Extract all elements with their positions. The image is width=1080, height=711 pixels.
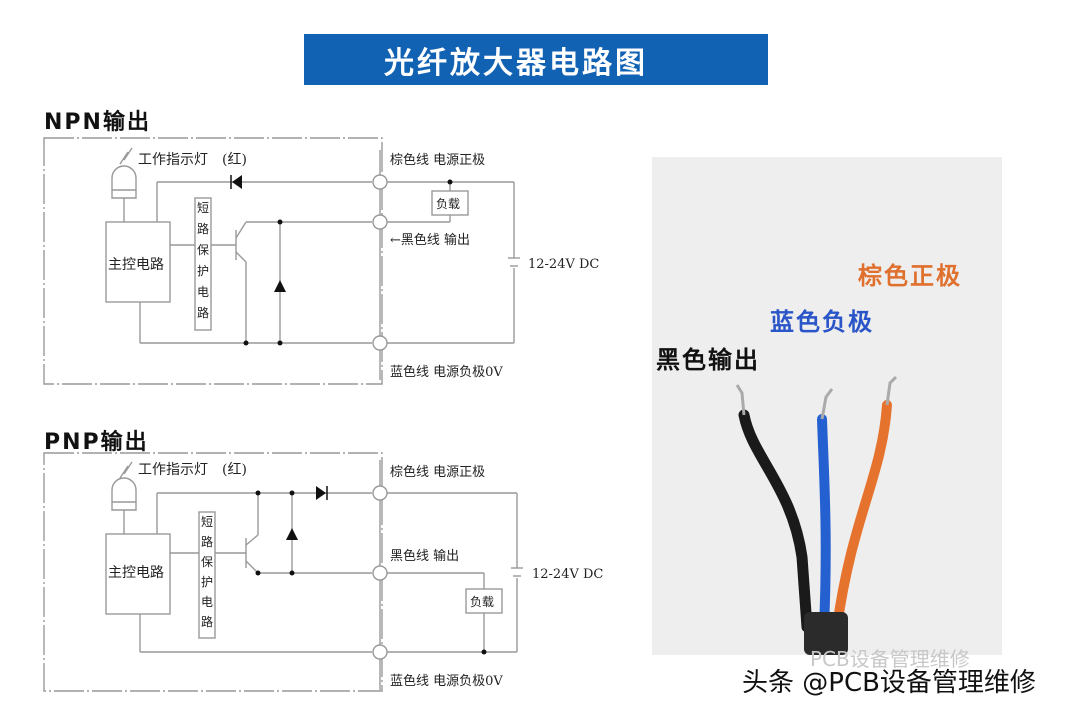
npn-main-circuit-label: 主控电路 <box>108 257 164 273</box>
npn-supply-label: 12-24V DC <box>528 257 599 272</box>
pnp-main-circuit-label: 主控电路 <box>108 565 164 581</box>
npn-diagram: 工作指示灯 (红) 主控电路 短 路 保 护 电 路 棕色线 电源正极 负载 ←… <box>43 137 603 692</box>
pnp-heading: PNP输出 <box>44 430 149 455</box>
svg-text:短: 短 <box>197 201 209 215</box>
svg-text:保: 保 <box>201 555 213 569</box>
npn-indicator-label: 工作指示灯 (红) <box>138 152 247 168</box>
cable-icon <box>735 375 898 655</box>
pnp-protection-label: 短 路 保 护 电 路 <box>201 515 213 629</box>
npn-brown-wire-label: 棕色线 电源正极 <box>390 152 485 168</box>
svg-text:路: 路 <box>201 614 213 629</box>
npn-load-label: 负载 <box>436 197 460 211</box>
pnp-load-label: 负载 <box>470 595 494 609</box>
pnp-brown-wire-label: 棕色线 电源正极 <box>390 464 485 480</box>
black-output-label: 黑色输出 <box>656 346 760 374</box>
pnp-blue-wire-label: 蓝色线 电源负极0V <box>390 673 503 689</box>
svg-text:保: 保 <box>197 243 209 257</box>
svg-text:护: 护 <box>201 575 213 589</box>
pnp-indicator-label: 工作指示灯 (红) <box>138 462 247 478</box>
svg-text:电: 电 <box>201 595 213 609</box>
title-banner: 光纤放大器电路图 <box>304 34 768 85</box>
npn-heading: NPN输出 <box>44 110 151 135</box>
page-title: 光纤放大器电路图 <box>384 45 648 81</box>
svg-text:路: 路 <box>201 534 213 549</box>
svg-text:路: 路 <box>197 221 209 236</box>
svg-text:短: 短 <box>201 515 213 529</box>
cable-photo <box>652 157 1002 655</box>
svg-text:路: 路 <box>197 305 209 320</box>
pnp-black-wire-label: 黑色线 输出 <box>390 548 459 564</box>
npn-protection-label: 短 路 保 护 电 路 <box>197 201 209 320</box>
pnp-supply-label: 12-24V DC <box>532 567 603 582</box>
faint-watermark: PCB设备管理维修 <box>810 647 970 671</box>
blue-negative-label: 蓝色负极 <box>770 308 874 336</box>
svg-text:护: 护 <box>197 264 209 278</box>
npn-black-wire-label: ←黑色线 输出 <box>390 232 470 248</box>
brown-positive-label: 棕色正极 <box>858 262 962 290</box>
svg-text:电: 电 <box>197 285 209 299</box>
watermark: 头条 @PCB设备管理维修 <box>742 668 1036 698</box>
npn-blue-wire-label: 蓝色线 电源负极0V <box>390 364 503 380</box>
